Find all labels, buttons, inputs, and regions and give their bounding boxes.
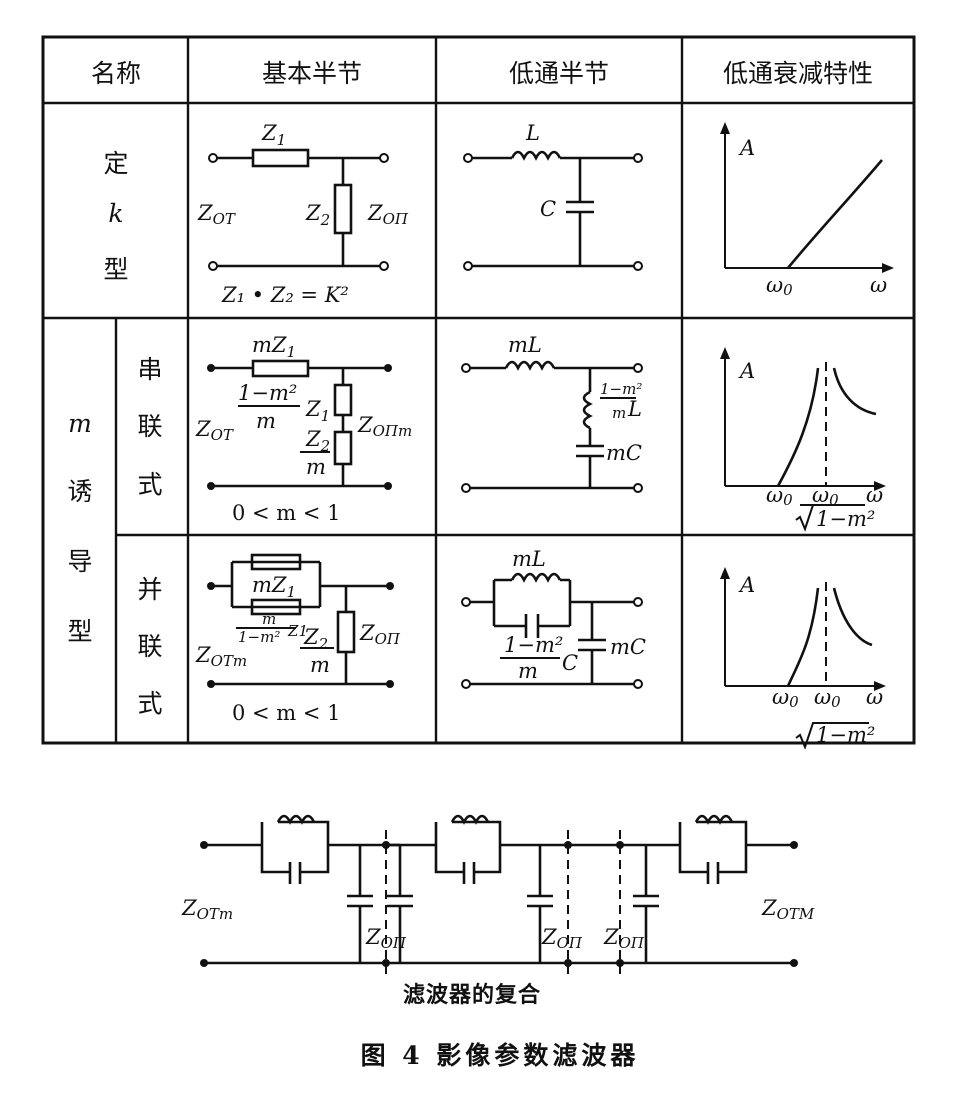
series-z2-label: Z2 (305, 427, 330, 455)
parallel-zotm-label: ZOTm (195, 643, 247, 670)
m-series-basic-circuit (207, 359, 392, 490)
composite-zotm-label: ZOTm (181, 896, 233, 923)
parallel-m-condition: 0 < m < 1 (232, 701, 341, 725)
k-w0-label: ω0 (766, 273, 793, 299)
k-lowpass-circuit (463, 150, 643, 271)
series-char-1: 串 (137, 355, 162, 384)
figure-caption: 图 4 影像参数滤波器 (361, 1041, 640, 1070)
table-grid (41, 35, 916, 745)
parallel-lp-1-m2: 1−m² (504, 633, 563, 657)
m-series-lowpass-circuit (461, 360, 643, 493)
zop-label: ZOΠ (367, 201, 409, 228)
composite-zotM-label: ZOTM (761, 896, 815, 923)
z1-label: Z1 (261, 121, 286, 149)
parallel-z2-m-denominator: m (310, 653, 330, 677)
parallel-axis-a: A (738, 573, 755, 597)
series-char-2: 联 (137, 412, 162, 441)
series-lp-l: L (627, 397, 642, 421)
series-ml-label: mL (508, 333, 542, 357)
composite-caption: 滤波器的复合 (403, 982, 541, 1008)
parallel-char-1: 并 (137, 575, 162, 604)
header-lowpass-attenuation: 低通衰减特性 (723, 59, 873, 88)
series-lp-m: m (612, 404, 626, 422)
composite-zop-1: ZOΠ (365, 925, 407, 952)
m-type-char-3: 导 (67, 547, 92, 576)
parallel-attenuation-graph (720, 567, 886, 750)
parallel-sqrt-label: 1−m² (816, 723, 875, 747)
k-type-char-3: 型 (103, 255, 128, 284)
composite-zop-3: ZOΠ (603, 925, 645, 952)
k-l-label: L (525, 121, 540, 145)
parallel-w0-label: ω0 (772, 685, 799, 711)
parallel-lp-m: m (518, 659, 538, 683)
k-equation: Z₁ • Z₂ = K² (221, 283, 349, 307)
k-axis-a: A (738, 136, 755, 160)
parallel-axis-w: ω (866, 685, 883, 709)
composite-filter-circuit (200, 814, 798, 975)
parallel-mz1-label: mZ1 (252, 573, 296, 601)
parallel-w0c-label: ω0 (814, 685, 841, 711)
k-type-char-2: k (108, 199, 123, 228)
k-basic-half-circuit (208, 148, 389, 271)
k-c-label: C (540, 197, 556, 221)
series-w0c-label: ω0 (812, 483, 839, 509)
parallel-z1-small: Z1 (287, 622, 308, 640)
parallel-char-3: 式 (137, 689, 162, 718)
k-axis-w: ω (870, 273, 887, 297)
m-type-char-2: 诱 (67, 477, 92, 506)
series-zot-label: ZOT (195, 417, 234, 444)
series-z2-m-denominator: m (306, 455, 326, 479)
header-lowpass-half: 低通半节 (509, 59, 609, 88)
series-attenuation-graph (720, 347, 886, 532)
series-axis-w: ω (866, 483, 883, 507)
parallel-mc-label: mC (610, 635, 646, 659)
series-1-m2-label: 1−m² (238, 381, 297, 405)
series-mc-label: mC (606, 441, 642, 465)
m-type-char-4: 型 (67, 617, 92, 646)
k-type-char-1: 定 (103, 149, 128, 178)
series-m-condition: 0 < m < 1 (232, 501, 341, 525)
parallel-ml-label: mL (512, 547, 546, 571)
m-type-char-1: m (68, 409, 92, 438)
series-lp-1-m2: 1−m² (600, 380, 642, 398)
m-parallel-lowpass-circuit (461, 572, 643, 689)
parallel-m-num: m (262, 610, 276, 628)
parallel-z2-label: Z2 (303, 625, 328, 653)
series-w0-label: ω0 (766, 483, 793, 509)
z2-label: Z2 (305, 201, 330, 229)
composite-zop-2: ZOΠ (541, 925, 583, 952)
m-parallel-basic-circuit (207, 553, 394, 688)
header-name: 名称 (91, 59, 141, 88)
series-m-denominator: m (256, 409, 276, 433)
zot-label: ZOT (197, 201, 236, 228)
series-sqrt-label: 1−m² (816, 507, 875, 531)
parallel-lp-c: C (562, 651, 578, 675)
parallel-char-2: 联 (137, 632, 162, 661)
series-zopm-label: ZOΠm (357, 413, 412, 440)
k-attenuation-graph (720, 122, 894, 273)
series-mz1-label: mZ1 (252, 333, 296, 361)
series-z1-label: Z1 (305, 397, 330, 425)
series-char-3: 式 (137, 470, 162, 499)
header-basic-half: 基本半节 (262, 59, 362, 88)
series-axis-a: A (738, 359, 755, 383)
parallel-zop-label: ZOΠ (359, 621, 401, 648)
parallel-1-m2: 1−m² (238, 628, 280, 646)
